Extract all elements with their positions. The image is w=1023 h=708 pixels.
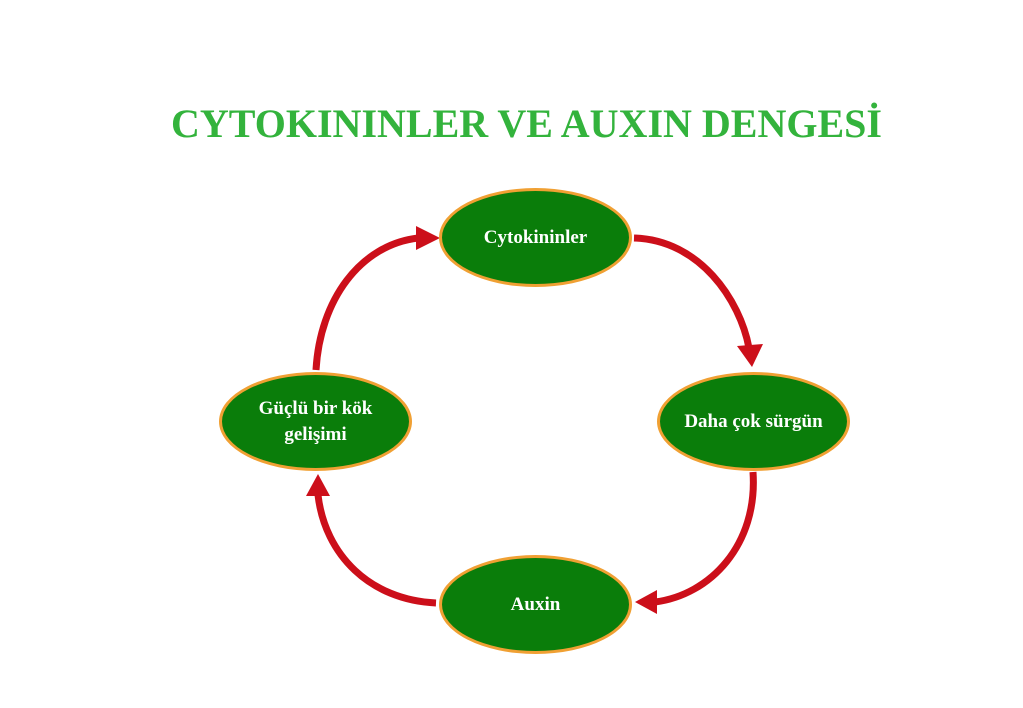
node-daha-cok-surgun-label: Daha çok sürgün (684, 410, 823, 432)
node-guclu-kok-gelisimi-line2: gelişimi (284, 423, 347, 445)
node-daha-cok-surgun: Daha çok sürgün (657, 372, 850, 471)
node-cytokininler-label: Cytokininler (483, 226, 588, 248)
arrow-right-to-bottom (654, 471, 757, 606)
arrow-left-to-top (312, 234, 419, 371)
arrow-bottom-to-left (314, 494, 437, 607)
node-cytokininler: Cytokininler (439, 188, 632, 287)
arrow-top-to-right (633, 234, 753, 349)
node-auxin-label: Auxin (510, 593, 561, 615)
arrowhead-right-to-bottom (635, 590, 657, 614)
node-auxin: Auxin (439, 555, 632, 654)
arrowhead-bottom-to-left (306, 474, 330, 496)
node-guclu-kok-gelisimi: Güçlü bir kök gelişimi (219, 372, 412, 471)
arrowhead-left-to-top (416, 226, 440, 250)
page-title: CYTOKININLER VE AUXIN DENGESİ (171, 101, 882, 146)
arrowhead-top-to-right (737, 344, 763, 367)
node-guclu-kok-gelisimi-line1: Güçlü bir kök (258, 397, 373, 419)
